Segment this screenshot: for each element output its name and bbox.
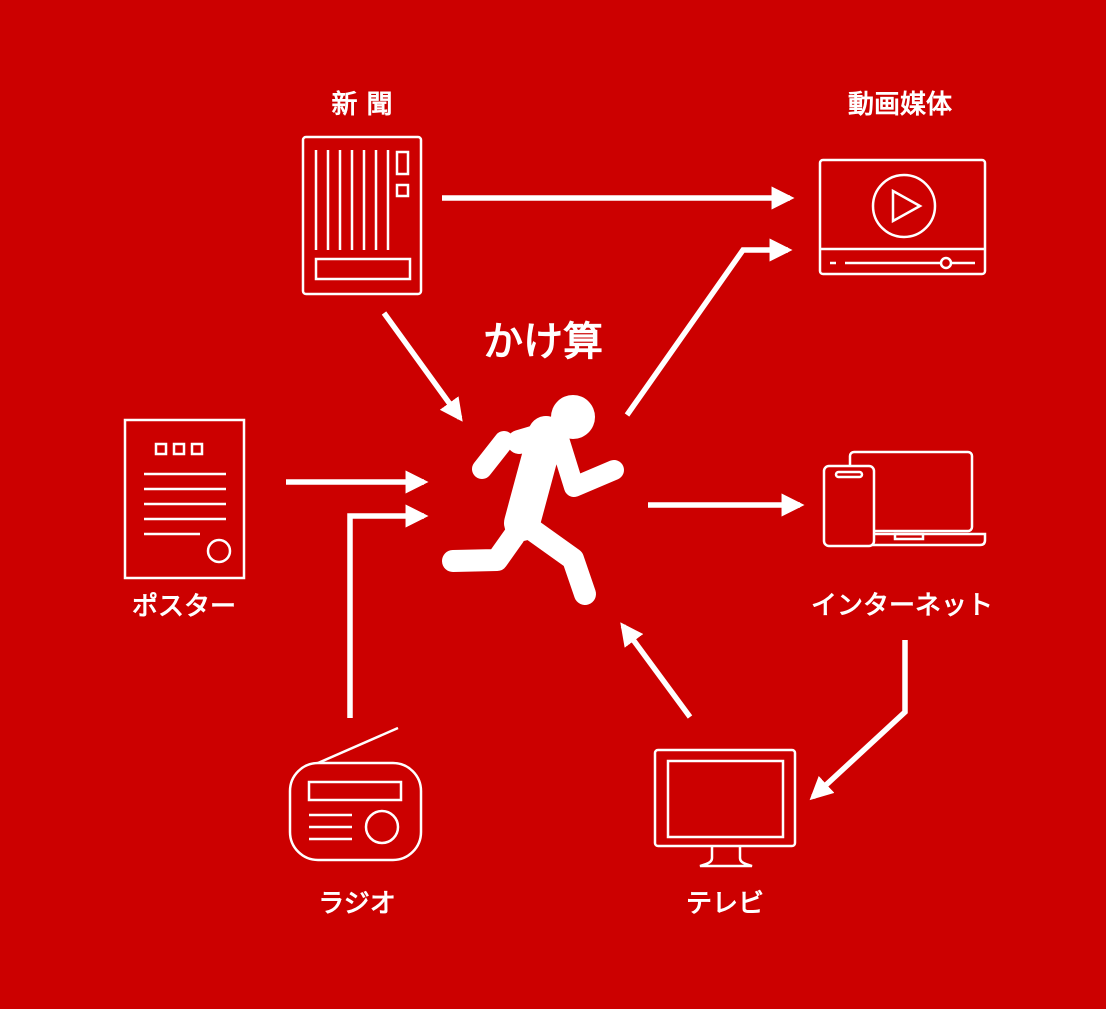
radio-icon: [288, 726, 423, 862]
arrow-center-to-video: [624, 238, 793, 417]
arrow-newspaper-to-center: [381, 311, 463, 422]
running-person-icon: [442, 395, 624, 605]
arrows: [286, 186, 908, 801]
arrow-radio-to-center: [347, 504, 429, 718]
laptop-phone-icon: [822, 450, 987, 548]
label-radio: ラジオ: [318, 889, 396, 919]
label-center-multiplication: かけ算: [483, 319, 603, 365]
label-internet: インターネット: [810, 591, 994, 621]
arrow-internet-to-tv: [809, 640, 908, 801]
video-player-icon: [818, 158, 987, 276]
label-newspaper: 新 聞: [331, 90, 393, 120]
arrow-tv-to-center: [620, 622, 693, 719]
television-icon: [653, 748, 797, 868]
poster-icon: [123, 418, 246, 580]
label-poster: ポスター: [131, 592, 237, 622]
newspaper-icon: [301, 135, 423, 296]
label-tv: テレビ: [685, 889, 765, 919]
label-video-media: 動画媒体: [847, 90, 953, 120]
